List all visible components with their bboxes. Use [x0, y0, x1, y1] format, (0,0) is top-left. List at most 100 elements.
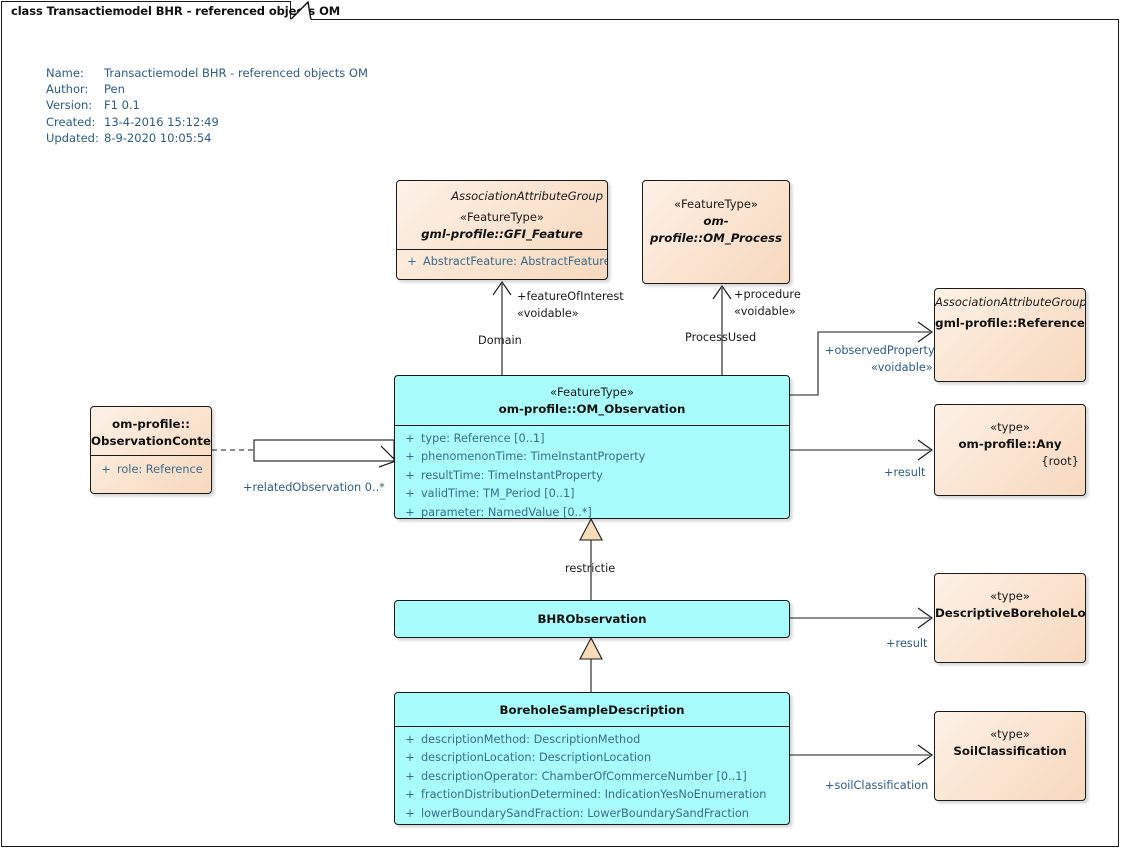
class-gml-reference[interactable]: AssociationAttributeGroup gml-profile::R…	[934, 288, 1086, 382]
class-name: SoilClassification	[953, 744, 1067, 758]
attribute-visibility: +	[405, 788, 415, 802]
connector-stereotype-feature-of-interest: «voidable»	[517, 307, 579, 320]
class-name: ObservationContext	[91, 434, 212, 448]
attribute-text: validTime: TM_Period [0..1]	[421, 487, 575, 501]
class-separator	[91, 455, 211, 456]
class-attribute: +type: Reference [0..1]	[395, 430, 789, 448]
class-attribute: + phenomenonTime: TimeInstantProperty	[395, 448, 789, 466]
class-om-process[interactable]: «FeatureType» om-profile::OM_Process	[642, 180, 790, 284]
class-gfi-feature[interactable]: AssociationAttributeGroup «FeatureType» …	[396, 180, 608, 280]
attribute-text: parameter: NamedValue [0..*]	[421, 505, 592, 519]
attribute-text: phenomenonTime: TimeInstantProperty	[421, 450, 646, 464]
class-borehole-sample-description[interactable]: BoreholeSampleDescription + descriptionMe…	[394, 692, 790, 825]
class-header: «type» SoilClassification	[935, 712, 1085, 766]
metadata-key: Version:	[46, 98, 93, 113]
attribute-visibility: +	[405, 505, 415, 519]
attribute-text: descriptionLocation: DescriptionLocation	[421, 751, 652, 765]
class-header: AssociationAttributeGroup «FeatureType» …	[397, 181, 607, 249]
connector-stereotype-procedure: «voidable»	[734, 305, 796, 318]
diagram-tab[interactable]: class Transactiemodel BHR - referenced o…	[1, 1, 340, 20]
class-attribute: + fractionDistributionDetermined: Indicat…	[395, 786, 789, 804]
class-name: BHRObservation	[537, 612, 647, 626]
class-header: BHRObservation	[395, 601, 789, 634]
diagram-metadata: Name:Transactiemodel BHR - referenced ob…	[46, 65, 368, 146]
connector-role-related-observation: +relatedObservation 0..*	[243, 481, 385, 494]
connector-role-result-log: +result	[886, 637, 928, 650]
class-group-label: AssociationAttributeGroup	[451, 189, 603, 203]
class-name: gml-profile::Reference	[935, 316, 1085, 330]
metadata-row: Updated: 8-9-2020 10:05:54	[46, 130, 368, 146]
class-bhr-observation[interactable]: BHRObservation	[394, 600, 790, 638]
attribute-text: lowerBoundarySandFraction: LowerBoundary…	[421, 806, 749, 820]
class-attribute: + descriptionMethod: DescriptionMethod	[395, 731, 789, 749]
class-attribute: + resultTime: TimeInstantProperty	[395, 467, 789, 485]
class-root-tag: {root}	[1041, 454, 1079, 468]
metadata-key: Author:	[46, 82, 89, 97]
connector-name-domain: Domain	[478, 334, 522, 347]
class-attributes: + role: Reference	[91, 456, 211, 484]
connector-name-process-used: ProcessUsed	[685, 331, 757, 344]
attribute-visibility: +	[101, 463, 111, 476]
class-attribute: +validTime: TM_Period [0..1]	[395, 485, 789, 503]
attribute-visibility: +	[405, 450, 415, 464]
metadata-row: Author:Pen	[46, 81, 368, 97]
attribute-text: role: Reference	[117, 463, 203, 476]
attribute-visibility: +	[405, 806, 415, 820]
class-attribute: + AbstractFeature: AbstractFeature	[397, 253, 607, 271]
metadata-value: 8-9-2020 10:05:54	[104, 130, 212, 145]
metadata-row: Version: F1 0.1	[46, 97, 368, 113]
class-name: DescriptiveBoreholeLog	[935, 606, 1086, 620]
connector-role-result-any: +result	[884, 466, 926, 479]
connector-name-restrictie: restrictie	[565, 562, 616, 575]
metadata-row: Created: 13-4-2016 15:12:49	[46, 114, 368, 130]
class-attributes: + descriptionMethod: DescriptionMethod + d…	[395, 727, 789, 824]
diagram-frame	[1, 19, 1119, 847]
class-descriptive-borehole-log[interactable]: «type» DescriptiveBoreholeLog	[934, 573, 1086, 663]
attribute-text: descriptionOperator: ChamberOfCommerceNu…	[421, 769, 747, 783]
connector-stereotype-observed-property: «voidable»	[871, 361, 933, 374]
connector-role-soil-classification: +soilClassification	[825, 779, 929, 792]
attribute-text: descriptionMethod: DescriptionMethod	[421, 733, 641, 746]
class-header: AssociationAttributeGroup gml-profile::R…	[935, 289, 1085, 338]
attribute-text: fractionDistributionDetermined: Indicati…	[421, 788, 767, 802]
attribute-visibility: +	[407, 255, 417, 268]
class-attribute: + lowerBoundarySandFraction: LowerBoundar…	[395, 805, 789, 823]
class-om-any[interactable]: «type» om-profile::Any {root}	[934, 404, 1086, 496]
class-group-label: AssociationAttributeGroup	[935, 295, 1086, 309]
connector-role-feature-of-interest: +featureOfInterest	[517, 290, 624, 303]
class-om-observation[interactable]: «FeatureType» om-profile::OM_Observation…	[394, 375, 790, 519]
metadata-value: Transactiemodel BHR - referenced objects…	[104, 66, 368, 80]
class-header: BoreholeSampleDescription	[395, 693, 789, 726]
class-name-prefix: om-profile::	[112, 417, 190, 431]
class-header: «type» DescriptiveBoreholeLog	[935, 574, 1085, 628]
class-header: «FeatureType» om-profile::OM_Process	[643, 181, 789, 253]
class-stereotype: «FeatureType»	[674, 197, 758, 211]
diagram-tab-slant-icon	[290, 1, 312, 21]
class-name: gml-profile::GFI_Feature	[421, 227, 583, 241]
attribute-visibility: +	[405, 769, 415, 783]
attribute-visibility: +	[405, 751, 415, 765]
attribute-visibility: +	[405, 468, 415, 482]
class-header: «FeatureType» om-profile::OM_Observation	[395, 376, 789, 425]
class-attribute: + parameter: NamedValue [0..*]	[395, 504, 789, 519]
class-name: om-profile::OM_Observation	[498, 402, 686, 416]
attribute-text: resultTime: TimeInstantProperty	[421, 468, 603, 482]
class-attribute: + descriptionOperator: ChamberOfCommerceN…	[395, 768, 789, 786]
attribute-text: type: Reference [0..1]	[421, 432, 545, 445]
attribute-visibility: +	[405, 733, 415, 746]
class-stereotype: «type»	[990, 420, 1030, 434]
class-name: om-profile::OM_Process	[649, 214, 783, 245]
class-stereotype: «FeatureType»	[550, 385, 634, 399]
metadata-value: F1 0.1	[104, 98, 140, 113]
attribute-text: AbstractFeature: AbstractFeature	[423, 255, 608, 268]
metadata-key: Updated:	[46, 130, 99, 145]
class-attributes: +type: Reference [0..1] +phenomenonTime:…	[395, 426, 789, 519]
metadata-key: Created:	[46, 114, 96, 129]
metadata-row: Name:Transactiemodel BHR - referenced ob…	[46, 65, 368, 81]
class-observation-context[interactable]: om-profile:: ObservationContext + role: R…	[90, 406, 212, 494]
metadata-value: 13-4-2016 15:12:49	[104, 114, 219, 129]
class-name: BoreholeSampleDescription	[499, 703, 685, 717]
diagram-tab-label: class Transactiemodel BHR - referenced o…	[11, 4, 341, 18]
class-soil-classification[interactable]: «type» SoilClassification	[934, 711, 1086, 801]
